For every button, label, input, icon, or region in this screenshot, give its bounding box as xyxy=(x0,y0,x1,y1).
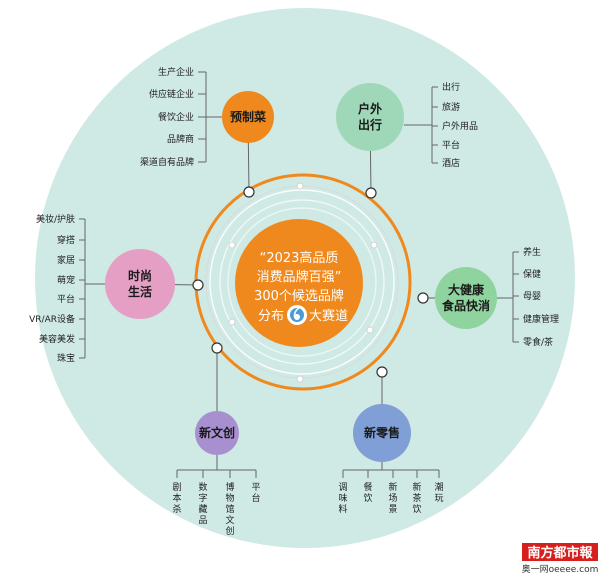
newspaper-logo: 南方都市報 奥一网oeeee.com xyxy=(522,543,598,579)
category-label-yuzhicai-0: 预制菜 xyxy=(230,109,266,124)
junction-dot-shishang xyxy=(192,279,204,291)
category-circle-xinlingshou xyxy=(353,404,411,462)
junction-dot-xinwenchuang xyxy=(211,342,223,354)
category-circle-shishang xyxy=(105,249,175,319)
center-line-1: “2023高品质 xyxy=(260,250,339,266)
category-label-huwai-0: 户外 xyxy=(358,101,382,116)
junction-dot-xinlingshou xyxy=(376,366,388,378)
item-label-huwai-2: 户外用品 xyxy=(442,120,478,132)
item-label-dajiankang-1: 保健 xyxy=(523,268,541,280)
deco-ring-2 xyxy=(219,199,385,365)
item-label-huwai-0: 出行 xyxy=(442,81,460,93)
category-label-dajiankang-0: 大健康 xyxy=(448,282,485,297)
junction-dot-yuzhicai xyxy=(243,186,255,198)
item-label-shishang-0: 美妆/护肤 xyxy=(36,213,75,225)
item-label-yuzhicai-1: 供应链企业 xyxy=(149,88,194,100)
category-label-shishang-1: 生活 xyxy=(128,284,152,299)
center-line-4-right: 大赛道 xyxy=(309,308,348,324)
center-line-2: 消费品牌百强” xyxy=(257,269,342,285)
category-label-huwai-1: 出行 xyxy=(358,117,382,132)
item-label-dajiankang-0: 养生 xyxy=(523,246,541,258)
item-label-shishang-4: 平台 xyxy=(57,293,75,305)
item-label-dajiankang-4: 零食/茶 xyxy=(523,336,553,348)
item-labels: 生产企业供应链企业餐饮企业品牌商渠道自有品牌出行旅游户外用品平台酒店养生保健母婴… xyxy=(29,66,559,537)
center-line-4-left: 分布 xyxy=(258,309,284,324)
item-label-xinlingshou-0: 调味料 xyxy=(338,482,347,515)
category-label-xinwenchuang-0: 新文创 xyxy=(199,425,235,440)
item-label-xinlingshou-4: 潮玩 xyxy=(434,481,443,504)
deco-ring-1 xyxy=(209,189,395,375)
deco-dot-2 xyxy=(370,241,378,249)
item-label-xinwenchuang-2: 博物馆文创 xyxy=(225,481,234,537)
deco-dot-1 xyxy=(228,241,236,249)
deco-dot-5 xyxy=(296,375,304,383)
item-label-shishang-7: 珠宝 xyxy=(57,352,75,364)
item-label-yuzhicai-2: 餐饮企业 xyxy=(158,111,194,123)
item-label-yuzhicai-3: 品牌商 xyxy=(167,133,194,145)
item-label-dajiankang-3: 健康管理 xyxy=(523,313,559,325)
item-label-huwai-3: 平台 xyxy=(442,139,460,151)
category-label-dajiankang-1: 食品快消 xyxy=(441,298,490,313)
item-label-xinwenchuang-1: 数字藏品 xyxy=(198,481,207,526)
item-label-shishang-1: 穿搭 xyxy=(57,234,75,246)
item-label-xinlingshou-2: 新场景 xyxy=(388,481,397,515)
deco-dot-4 xyxy=(366,326,374,334)
category-circle-huwai xyxy=(336,83,404,151)
center-text-block: “2023高品质 消费品牌百强” 300个候选品牌 分布 大赛道 xyxy=(254,250,348,325)
item-label-shishang-5: VR/AR设备 xyxy=(29,313,75,325)
category-circle-xinwenchuang xyxy=(195,411,239,455)
ring-junction-dots xyxy=(192,186,429,378)
category-circle-yuzhicai xyxy=(222,91,274,143)
item-label-xinwenchuang-0: 剧本杀 xyxy=(172,482,181,515)
item-label-shishang-6: 美容美发 xyxy=(39,333,75,345)
number-six-icon xyxy=(287,305,307,325)
decorative-rings xyxy=(205,182,399,383)
core-circle xyxy=(235,219,363,347)
item-label-yuzhicai-0: 生产企业 xyxy=(158,66,194,78)
item-label-dajiankang-2: 母婴 xyxy=(523,291,541,302)
item-label-huwai-1: 旅游 xyxy=(442,101,460,113)
category-label-shishang-0: 时尚 xyxy=(128,268,152,283)
logo-title: 南方都市報 xyxy=(527,545,593,561)
logo-subtitle: 奥一网oeeee.com xyxy=(522,563,598,575)
deco-dot-6 xyxy=(296,182,304,190)
junction-dot-huwai xyxy=(365,187,377,199)
junction-dot-dajiankang xyxy=(417,292,429,304)
center-line-3: 300个候选品牌 xyxy=(254,288,344,304)
item-label-yuzhicai-4: 渠道自有品牌 xyxy=(140,156,194,168)
category-label-xinlingshou-0: 新零售 xyxy=(364,425,400,440)
item-label-huwai-4: 酒店 xyxy=(442,157,460,169)
connector-lines xyxy=(79,71,519,478)
item-label-shishang-2: 家居 xyxy=(57,254,75,266)
item-label-xinwenchuang-3: 平台 xyxy=(251,482,260,504)
item-label-shishang-3: 萌宠 xyxy=(57,274,75,286)
deco-ring-3 xyxy=(227,207,377,357)
deco-dot-3 xyxy=(228,318,236,326)
logo-background xyxy=(522,543,598,561)
item-label-xinlingshou-1: 餐饮 xyxy=(363,481,372,504)
category-circle-dajiankang xyxy=(435,267,497,329)
item-label-xinlingshou-3: 新茶饮 xyxy=(412,481,421,515)
